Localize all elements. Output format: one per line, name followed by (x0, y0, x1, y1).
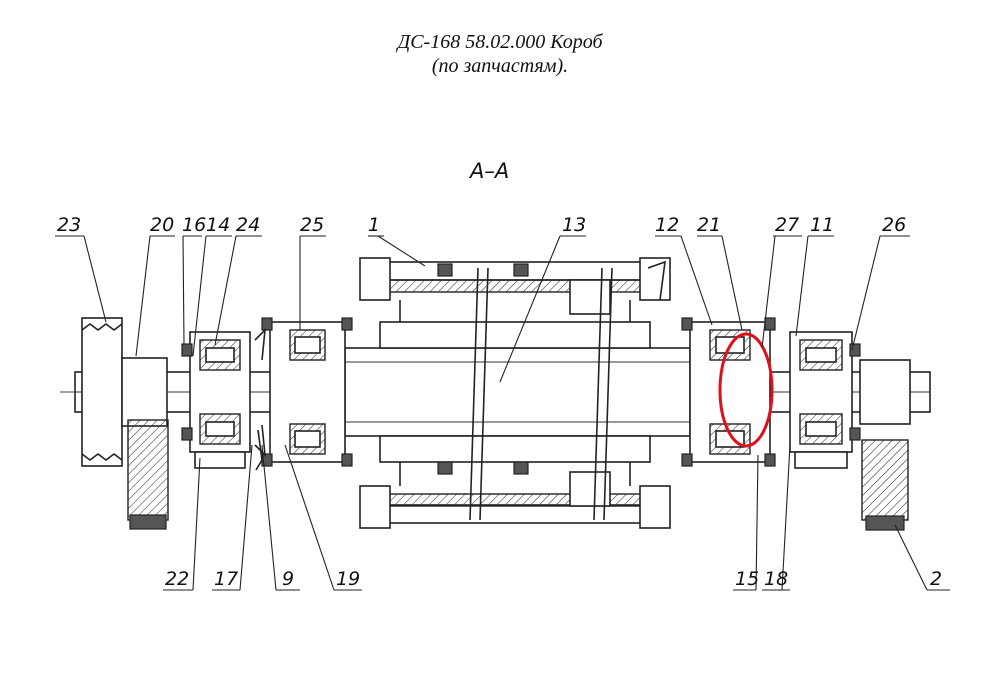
left-pulley (81, 317, 169, 530)
right-inner-bearing (681, 317, 776, 467)
drum-housing (359, 257, 671, 529)
callout-16: 16 (182, 214, 206, 236)
callout-2: 2 (930, 568, 942, 590)
title-line-1: ДС-168 58.02.000 Короб (397, 31, 603, 53)
callout-9: 9 (282, 568, 294, 590)
left-outer-bearing (181, 331, 251, 469)
right-outer-bearing (789, 331, 861, 469)
callout-25: 25 (300, 214, 324, 236)
callout-leaders (55, 235, 950, 591)
callout-1: 1 (368, 214, 380, 236)
callout-11: 11 (810, 214, 834, 236)
callout-26: 26 (882, 214, 906, 236)
callout-13: 13 (562, 214, 586, 236)
callout-17: 17 (214, 568, 238, 590)
callout-19: 19 (336, 568, 360, 590)
section-label: А–А (468, 159, 509, 183)
callout-18: 18 (764, 568, 788, 590)
callout-12: 12 (655, 214, 679, 236)
callout-14: 14 (206, 214, 230, 236)
callout-22: 22 (165, 568, 189, 590)
callout-27: 27 (775, 214, 799, 236)
callout-23: 23 (57, 214, 81, 236)
right-coupling (859, 359, 911, 531)
callout-labels: 23 20 16 14 24 25 1 13 12 21 27 11 26 22… (57, 214, 942, 590)
drawing-title: ДС-168 58.02.000 Короб (по запчастям). (0, 30, 1000, 78)
highlight-ellipse (718, 332, 774, 448)
callout-20: 20 (150, 214, 174, 236)
callout-21: 21 (697, 214, 721, 236)
callout-24: 24 (236, 214, 260, 236)
seal-details (254, 327, 267, 471)
title-line-2: (по запчастям). (431, 55, 569, 77)
callout-15: 15 (735, 568, 759, 590)
left-inner-bearing (261, 317, 353, 467)
